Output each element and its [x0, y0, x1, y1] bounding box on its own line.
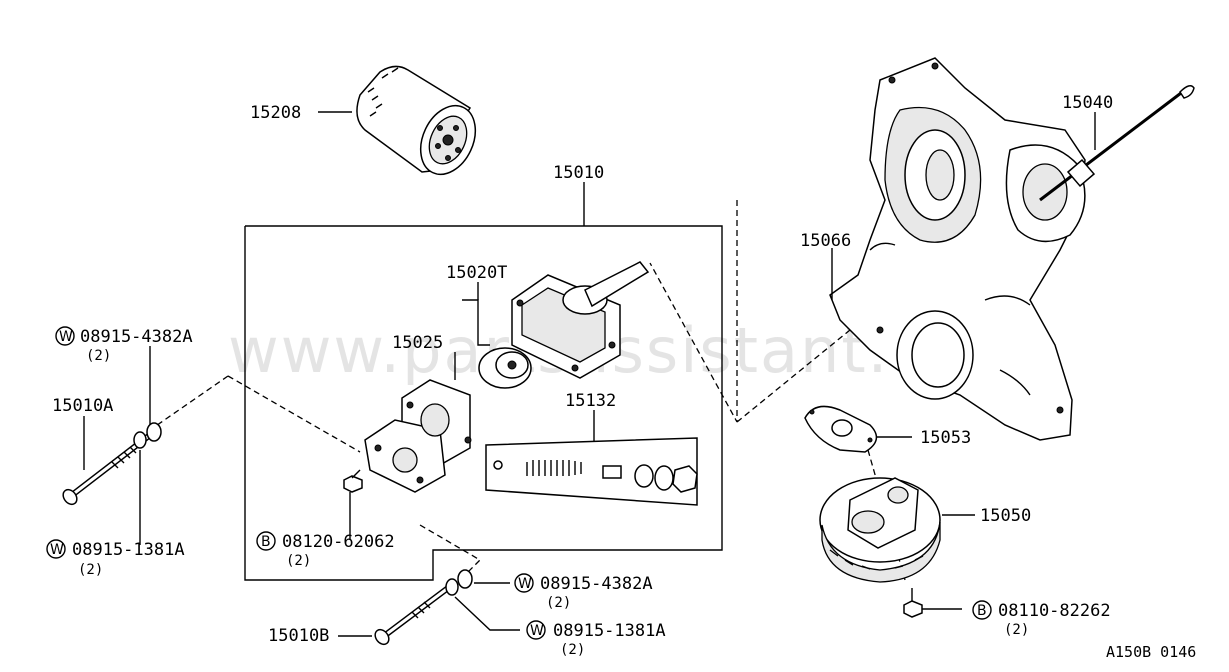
dashed-guide-bolt-a [149, 375, 229, 431]
b-symbol-1 [256, 531, 276, 551]
w-symbol-2 [46, 539, 66, 559]
gasket-15053[interactable] [804, 405, 878, 453]
relief-valve-kit-15132[interactable] [485, 437, 698, 506]
callout-08915-4382A-bottom: 08915-4382A [540, 574, 653, 594]
oil-filter-15208[interactable] [356, 65, 486, 183]
callout-08120-62062: 08120-62062 [282, 532, 395, 552]
label-15208: 15208 [250, 103, 301, 123]
dashed-guide-cover [736, 329, 851, 423]
label-15132: 15132 [565, 391, 616, 411]
label-15020T: 15020T [446, 263, 507, 283]
callout-08110-qty: (2) [1004, 622, 1029, 638]
bolt-08110-82262[interactable] [903, 588, 923, 618]
washer-1381A-left[interactable] [133, 431, 147, 449]
front-cover-housing[interactable] [829, 57, 1086, 441]
leader-1381A-bottom [454, 596, 520, 631]
callout-08110-82262: 08110-82262 [998, 601, 1111, 621]
callout-08915-4382A-left: 08915-4382A [80, 327, 193, 347]
w-symbol-3-text: W [518, 576, 532, 592]
w-symbol-4 [526, 620, 546, 640]
label-15010: 15010 [553, 163, 604, 183]
callout-4382A-bottom-qty: (2) [546, 595, 571, 611]
pump-cover-15025[interactable] [364, 379, 472, 493]
dipstick-15040[interactable] [1039, 85, 1195, 202]
rotor-15020T[interactable] [478, 347, 532, 389]
b-symbol-2-text: B [977, 603, 987, 619]
dashed-guide-bolt-b [419, 524, 482, 579]
w-symbol-1 [55, 326, 75, 346]
callout-4382A-left-qty: (2) [86, 348, 111, 364]
washer-4382A-left[interactable] [146, 422, 162, 442]
label-15040: 15040 [1062, 93, 1113, 113]
pump-housing[interactable] [511, 261, 650, 379]
w-symbol-4-text: W [530, 623, 544, 639]
callout-08915-1381A-bottom: 08915-1381A [553, 621, 666, 641]
dashed-guide-left [227, 375, 361, 453]
w-symbol-1-text: W [59, 329, 73, 345]
label-15050: 15050 [980, 506, 1031, 526]
bolt-15010B[interactable] [372, 585, 450, 647]
callout-08915-1381A-left: 08915-1381A [72, 540, 185, 560]
callout-1381A-bottom-qty: (2) [560, 642, 585, 658]
washer-4382A-bottom[interactable] [457, 569, 473, 589]
label-15010B: 15010B [268, 626, 329, 646]
label-15010A: 15010A [52, 396, 113, 416]
leader-15020T-a [462, 299, 490, 346]
oil-strainer-15050[interactable] [819, 477, 941, 583]
b-symbol-1-text: B [261, 534, 271, 550]
drawing-code: A150B 0146 [1106, 643, 1196, 661]
callout-08120-qty: (2) [286, 553, 311, 569]
washer-1381A-bottom[interactable] [445, 578, 459, 596]
bolt-08120-62062[interactable] [343, 469, 363, 493]
callout-1381A-left-qty: (2) [78, 562, 103, 578]
label-15066: 15066 [800, 231, 851, 251]
label-15025: 15025 [392, 333, 443, 353]
w-symbol-2-text: W [50, 542, 64, 558]
pump-assembly-box [244, 225, 723, 581]
w-symbol-3 [514, 573, 534, 593]
dashed-guide-right [649, 200, 738, 423]
label-15053: 15053 [920, 428, 971, 448]
b-symbol-2 [972, 600, 992, 620]
